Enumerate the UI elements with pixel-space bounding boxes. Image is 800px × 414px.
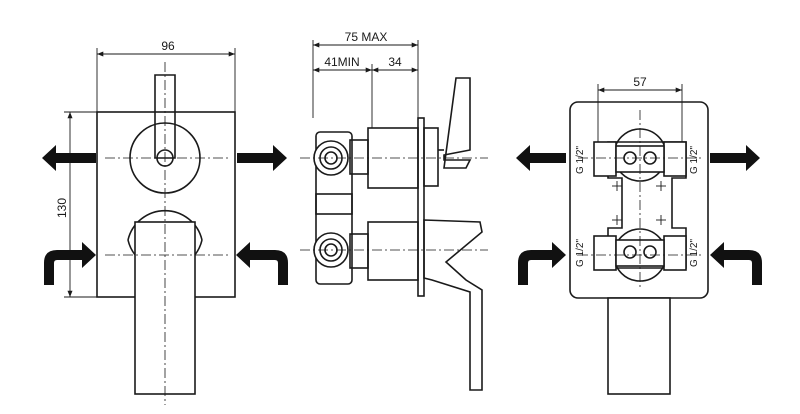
dim-41-label: 41MIN (324, 55, 359, 69)
side-wall-plate (417, 117, 425, 297)
outlet-arrow-left-icon (42, 145, 96, 171)
thread-label-lower-left: G 1/2" (575, 239, 586, 267)
side-mid-bridge (315, 193, 353, 215)
side-upper-neck (349, 139, 369, 175)
rear-outlet-arrow-left-icon (516, 145, 566, 171)
inlet-arrow-left-icon (44, 242, 96, 285)
rear-upper-right-port (663, 141, 687, 177)
rear-outlet-arrow-right-icon (710, 145, 760, 171)
side-view: 75 MAX 41MIN 34 (300, 30, 488, 391)
thread-label-upper-right: G 1/2" (689, 146, 700, 174)
dim-75-label: 75 MAX (345, 30, 388, 44)
dim-96-label: 96 (161, 39, 175, 53)
rear-view: G 1/2" G 1/2" G 1/2" G 1/2" 57 (516, 75, 762, 395)
rear-mixer-handle (607, 297, 671, 395)
side-plate-boss-upper (423, 127, 439, 187)
rear-lower-left-port (593, 235, 617, 271)
outlet-arrow-right-icon (237, 145, 287, 171)
thread-label-lower-right: G 1/2" (689, 239, 700, 267)
rear-inlet-arrow-right-icon (710, 242, 762, 285)
side-mixer-handle (423, 219, 483, 391)
rear-lower-hole-left (623, 245, 637, 259)
dim-57-label: 57 (633, 75, 647, 89)
inlet-arrow-right-icon (236, 242, 288, 285)
dim-130-label: 130 (55, 198, 69, 218)
dim-34-label: 34 (388, 55, 402, 69)
side-lower-body (367, 221, 419, 281)
thread-label-upper-left: G 1/2" (575, 146, 586, 174)
rear-lower-right-port (663, 235, 687, 271)
front-view: 96 130 (42, 39, 288, 405)
side-lower-neck (349, 233, 369, 269)
rear-upper-left-port (593, 141, 617, 177)
front-diverter-lever (154, 74, 176, 159)
rear-fixing-marks (612, 181, 666, 225)
rear-inlet-arrow-left-icon (518, 242, 566, 285)
side-diverter-lever (443, 77, 472, 169)
rear-lower-hole-right (643, 245, 657, 259)
